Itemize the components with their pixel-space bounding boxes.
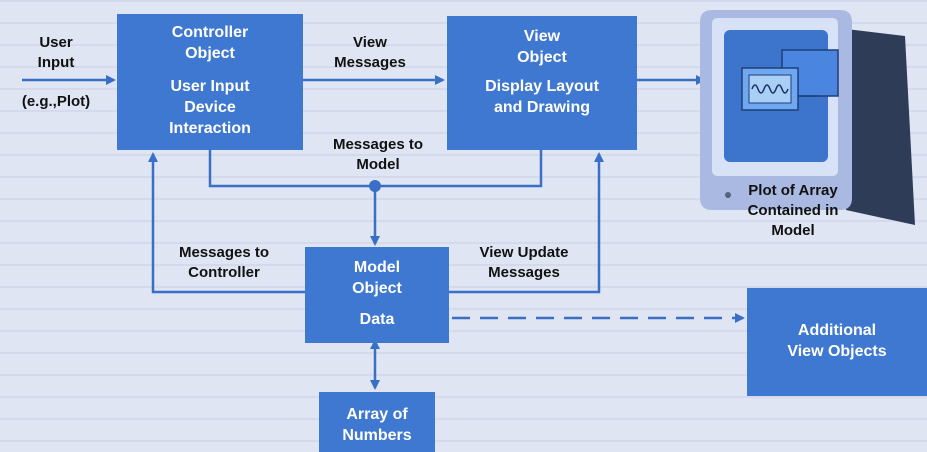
monitor-icon xyxy=(700,10,915,225)
controller-object-box: Controller Object User Input Device Inte… xyxy=(117,14,303,150)
array-of-numbers-box: Array of Numbers xyxy=(319,392,435,452)
view-update-line-2: Messages xyxy=(488,264,560,281)
model-title-2: Object xyxy=(352,280,402,297)
view-title-1: View xyxy=(523,28,561,45)
plot-caption-line-3: Model xyxy=(771,222,815,239)
array-line-2: Numbers xyxy=(342,427,412,444)
view-object-box: View Object Display Layout and Drawing xyxy=(447,16,637,150)
bus-junction xyxy=(369,180,381,192)
view-messages-label: View Messages xyxy=(320,33,420,73)
view-messages-line-1: View xyxy=(353,34,387,51)
plot-caption: Plot of Array Contained in Model xyxy=(728,181,858,241)
user-input-label: User Input xyxy=(24,33,88,73)
controller-desc-3: Interaction xyxy=(169,120,251,137)
model-title-1: Model xyxy=(353,259,401,276)
messages-to-model-label: Messages to Model xyxy=(318,135,438,175)
array-line-1: Array of xyxy=(346,406,408,423)
arrow-view-update xyxy=(449,152,604,294)
example-label: (e.g.,Plot) xyxy=(21,93,91,110)
arrow-messages-to-controller xyxy=(148,152,305,294)
view-title-2: Object xyxy=(517,49,567,66)
view-update-messages-label: View Update Messages xyxy=(462,243,586,283)
messages-to-model-line-1: Messages to xyxy=(332,136,424,153)
messages-to-model-line-2: Model xyxy=(356,156,400,173)
controller-title-2: Object xyxy=(185,45,235,62)
view-desc-2: and Drawing xyxy=(493,99,590,116)
view-update-line-1: View Update xyxy=(479,244,569,261)
additional-view-objects-box: Additional View Objects xyxy=(747,288,927,396)
messages-to-controller-line-1: Messages to xyxy=(178,244,270,261)
additional-line-2: View Objects xyxy=(787,343,887,360)
controller-title-1: Controller xyxy=(171,24,249,41)
plot-caption-line-2: Contained in xyxy=(747,202,839,219)
model-object-box: Model Object Data xyxy=(305,247,449,343)
controller-desc-2: Device xyxy=(184,99,236,116)
view-messages-line-2: Messages xyxy=(334,54,406,71)
messages-to-controller-label: Messages to Controller xyxy=(164,243,284,283)
model-desc: Data xyxy=(359,311,395,328)
additional-line-1: Additional xyxy=(797,322,877,339)
controller-desc-1: User Input xyxy=(170,78,250,95)
plot-caption-line-1: Plot of Array xyxy=(748,182,838,199)
messages-to-controller-line-2: Controller xyxy=(188,264,260,281)
view-desc-1: Display Layout xyxy=(485,78,599,95)
user-input-line-2: Input xyxy=(37,54,75,71)
user-input-line-1: User xyxy=(39,34,73,51)
